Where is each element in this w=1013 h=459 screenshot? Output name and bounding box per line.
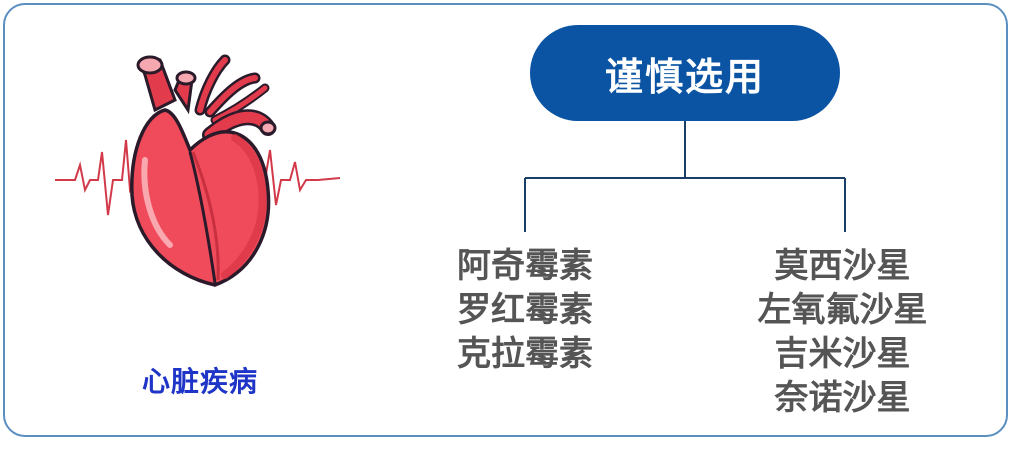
drug-item: 吉米沙星: [735, 332, 950, 376]
drug-group-macrolides: 阿奇霉素 罗红霉素 克拉霉素: [430, 244, 620, 376]
drug-item: 奈诺沙星: [735, 376, 950, 420]
vessel-opening: [138, 57, 162, 73]
heart-illustration: [50, 40, 350, 310]
vessel-opening-2: [177, 72, 195, 84]
heart-with-ecg-icon: [50, 40, 350, 310]
category-label: 谨慎选用: [605, 46, 765, 101]
drug-item: 罗红霉素: [430, 288, 620, 332]
drug-item: 左氧氟沙星: [735, 288, 950, 332]
drug-group-quinolones: 莫西沙星 左氧氟沙星 吉米沙星 奈诺沙星: [735, 244, 950, 420]
drug-item: 莫西沙星: [735, 244, 950, 288]
drug-item: 克拉霉素: [430, 332, 620, 376]
condition-label: 心脏疾病: [100, 360, 300, 400]
drug-item: 阿奇霉素: [430, 244, 620, 288]
category-pill: 谨慎选用: [530, 25, 840, 121]
